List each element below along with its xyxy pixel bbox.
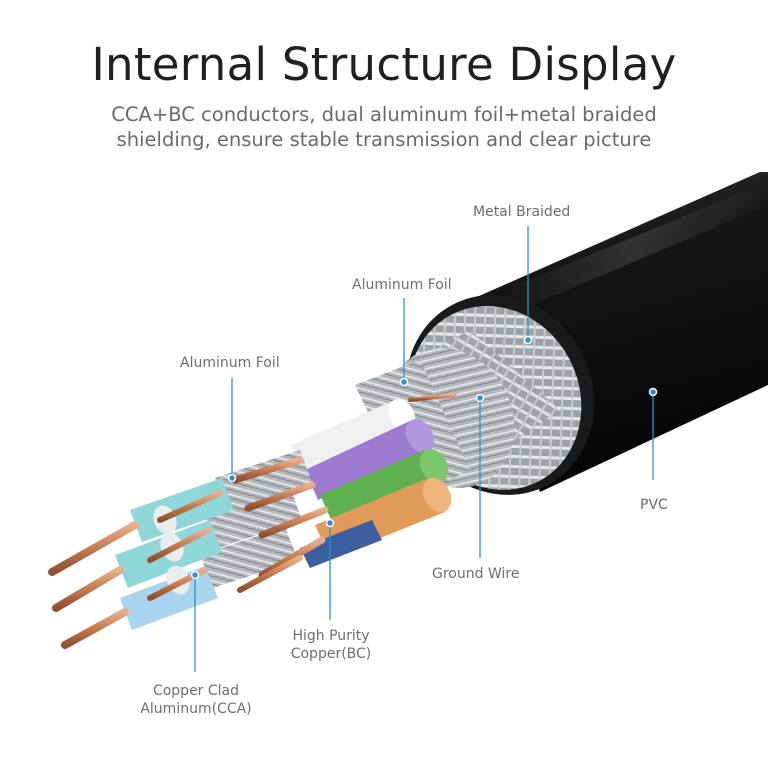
label-metal-braided: Metal Braided: [473, 204, 571, 220]
label-high-purity-line2: Copper(BC): [290, 646, 372, 662]
page-title: Internal Structure Display: [91, 38, 677, 91]
label-high-purity-line1: High Purity: [292, 628, 370, 644]
subtitle-line-1: CCA+BC conductors, dual aluminum foil+me…: [111, 103, 657, 126]
subtitle-line-2: shielding, ensure stable transmission an…: [116, 128, 652, 151]
label-high-purity-copper: High Purity Copper(BC): [276, 627, 386, 663]
label-copper-clad-line1: Copper Clad: [152, 683, 240, 699]
leader-lines: [194, 226, 654, 672]
label-aluminum-foil-outer: Aluminum Foil: [352, 277, 452, 293]
label-ground-wire: Ground Wire: [432, 566, 520, 582]
label-aluminum-foil-inner: Aluminum Foil: [180, 355, 280, 371]
label-copper-clad-line2: Aluminum(CCA): [140, 701, 252, 717]
label-copper-clad-aluminum: Copper Clad Aluminum(CCA): [136, 682, 256, 718]
leader-dots: [190, 335, 658, 580]
copper-strands: [48, 393, 457, 649]
wire-bundle: [290, 398, 452, 568]
label-pvc: PVC: [640, 497, 668, 513]
cca-insulated-wires: [115, 478, 234, 630]
